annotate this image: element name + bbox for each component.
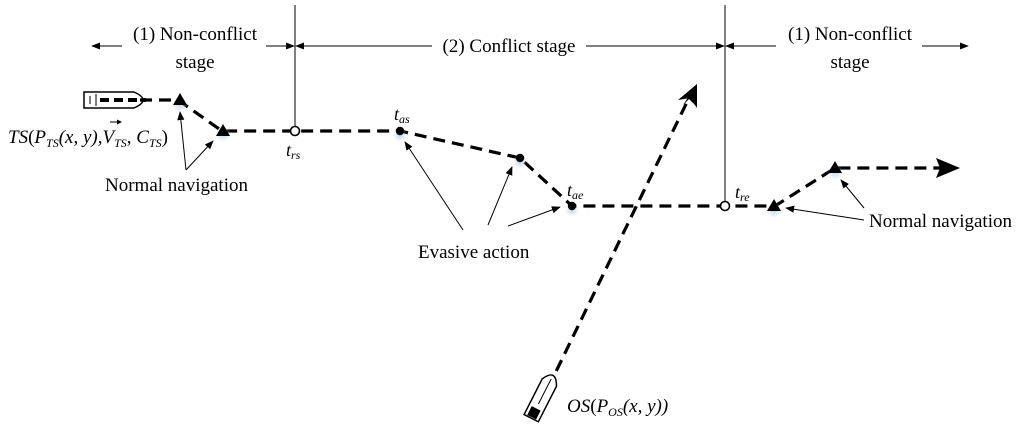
normal-navigation-left-pointer	[177, 111, 187, 171]
own-ship-track-arrowhead	[678, 84, 697, 108]
stage-left-line2: stage	[175, 52, 214, 73]
normal-navigation-right-pointer	[785, 205, 865, 221]
evasive-point-mid	[515, 153, 525, 163]
stage-right-line2: stage	[830, 52, 869, 73]
target-ship-track-arrowhead	[936, 158, 960, 178]
nav-marker-triangle	[828, 161, 842, 173]
time-label-trs: trs	[286, 140, 301, 162]
normal-navigation-left-label: Normal navigation	[105, 175, 248, 196]
evasive-action-label: Evasive action	[418, 242, 530, 263]
velocity-vector-accent	[110, 119, 122, 125]
evasive-action-pointer	[507, 206, 561, 227]
time-label-tre: tre	[735, 182, 750, 204]
time-label-tas: tas	[394, 104, 410, 126]
target-ship-label: TS(PTS(x, y),VTS, CTS)	[8, 127, 168, 150]
evasive-action-pointer	[487, 166, 513, 226]
own-ship-icon	[523, 374, 558, 423]
stage-right-line1: (1) Non-conflict	[788, 24, 913, 45]
evasive-point-tae	[567, 201, 577, 211]
time-point-trs-marker	[289, 125, 301, 137]
own-ship-track	[546, 99, 690, 389]
evasive-action-pointer	[404, 141, 464, 231]
normal-navigation-right-pointer	[840, 179, 865, 209]
nav-marker-triangle	[173, 93, 187, 105]
evasive-point-tas	[395, 126, 405, 136]
time-label-tae: tae	[567, 180, 584, 202]
normal-navigation-right-label: Normal navigation	[869, 211, 1012, 232]
nav-marker-triangle	[767, 199, 781, 211]
normal-navigation-left-pointer	[185, 140, 214, 171]
time-point-tre-marker	[719, 200, 731, 212]
stage-left-line1: (1) Non-conflict	[133, 24, 258, 45]
own-ship-label: OS(POS(x, y))	[567, 396, 668, 419]
target-ship-icon	[83, 91, 146, 109]
nav-marker-triangle	[216, 124, 230, 136]
stage-conflict-label: (2) Conflict stage	[443, 36, 576, 57]
target-ship-track	[140, 98, 940, 208]
